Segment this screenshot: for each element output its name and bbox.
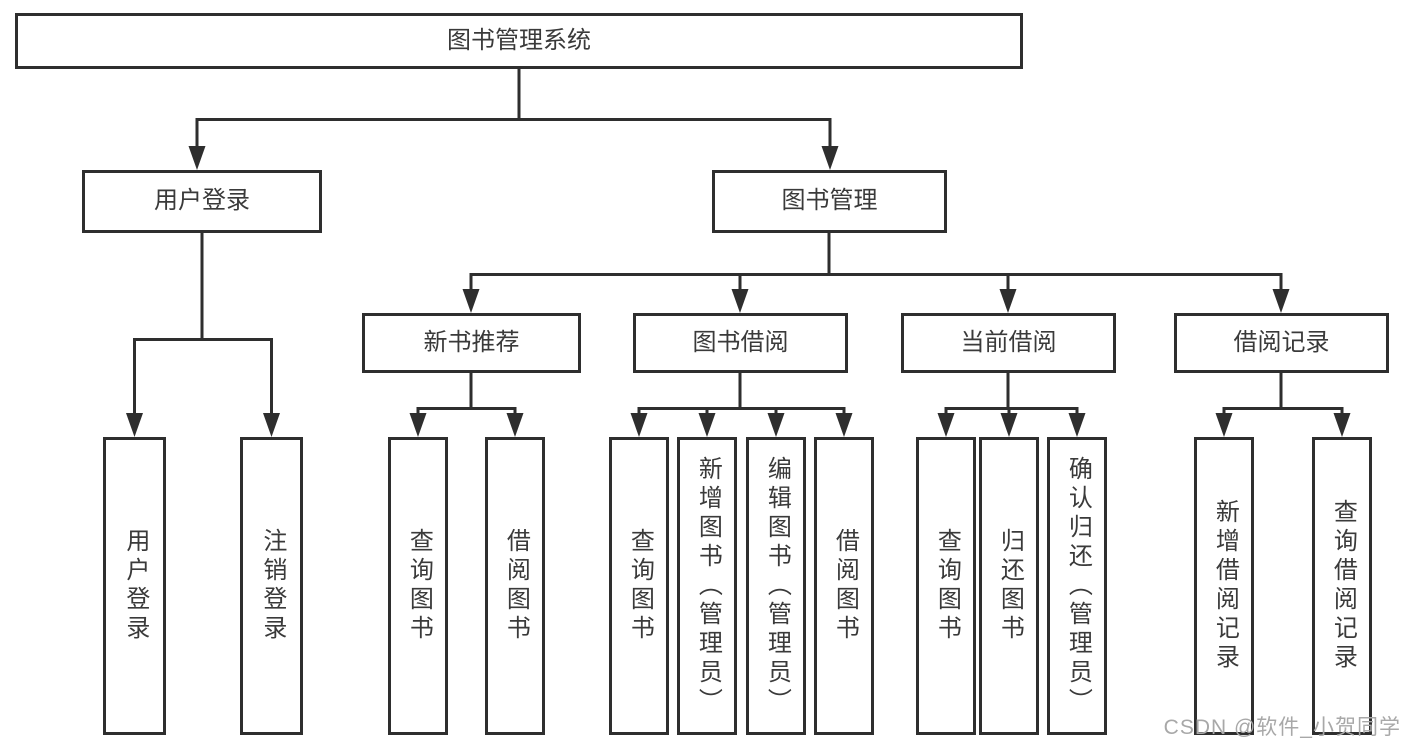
connector-user-login-children [133, 233, 273, 415]
connector-new-books-children [416, 373, 517, 415]
connector-book-borrow-children [637, 373, 846, 415]
arrowhead-section-current-borrow [999, 289, 1017, 313]
leaf-br-search-record: 查询借阅记录 [1312, 437, 1372, 735]
node-user-login: 用户登录 [82, 170, 322, 233]
leaf-nb-borrow-book: 借阅图书 [485, 437, 545, 735]
arrowhead-cb-confirm [1068, 413, 1086, 437]
node-current-borrow: 当前借阅 [901, 313, 1116, 373]
leaf-user-login: 用户登录 [103, 437, 166, 735]
arrowhead-section-book-borrow [731, 289, 749, 313]
connector-current-borrow-children [944, 373, 1079, 415]
leaf-cb-search-book: 查询图书 [916, 437, 976, 735]
leaf-bb-borrow-book: 借阅图书 [814, 437, 874, 735]
node-new-book-recommend: 新书推荐 [362, 313, 581, 373]
arrowhead-section-borrow-records [1272, 289, 1290, 313]
node-book-management: 图书管理 [712, 170, 947, 233]
leaf-bb-add-book-admin: 新增图书（管理员） [677, 437, 737, 735]
leaf-nb-search-book: 查询图书 [388, 437, 448, 735]
leaf-cb-confirm-return-admin: 确认归还（管理员） [1047, 437, 1107, 735]
node-root: 图书管理系统 [15, 13, 1023, 69]
node-borrow-records: 借阅记录 [1174, 313, 1389, 373]
arrowhead-nb-borrow [506, 413, 524, 437]
arrowhead-br-search [1333, 413, 1351, 437]
connector-borrow-records-children [1222, 373, 1344, 415]
arrowhead-leaf-logout [263, 413, 280, 437]
connector-book-mgmt-sections [469, 233, 1283, 291]
arrowhead-leaf-user-login [126, 413, 143, 437]
arrowhead-br-add [1215, 413, 1233, 437]
arrowhead-cb-return [1000, 413, 1018, 437]
leaf-bb-search-book: 查询图书 [609, 437, 669, 735]
arrowhead-bb-borrow [835, 413, 853, 437]
arrowhead-bb-edit [767, 413, 785, 437]
arrowhead-bb-add [698, 413, 716, 437]
arrowhead-bb-search [630, 413, 648, 437]
connector-root-to-level2 [195, 69, 832, 148]
leaf-cb-return-book: 归还图书 [979, 437, 1039, 735]
leaf-br-add-record: 新增借阅记录 [1194, 437, 1254, 735]
arrowhead-book-mgmt [821, 146, 839, 170]
arrowhead-section-new-books [462, 289, 480, 313]
arrowhead-cb-search [937, 413, 955, 437]
arrowhead-nb-search [409, 413, 427, 437]
leaf-bb-edit-book-admin: 编辑图书（管理员） [746, 437, 806, 735]
node-book-borrow: 图书借阅 [633, 313, 848, 373]
arrowhead-user-login [188, 146, 206, 170]
leaf-logout: 注销登录 [240, 437, 303, 735]
